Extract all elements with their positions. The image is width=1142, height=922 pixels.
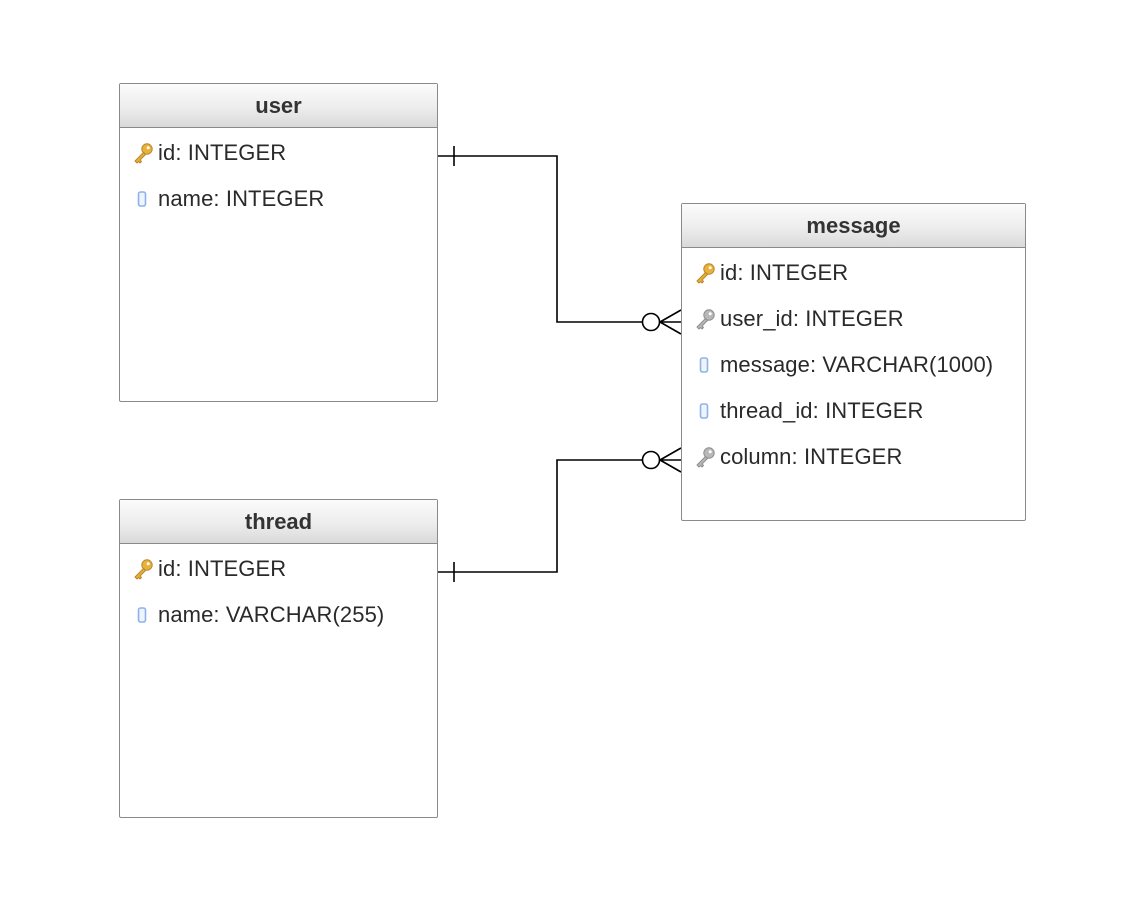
entity-title[interactable]: message — [682, 204, 1025, 248]
primary-key-icon — [694, 262, 720, 284]
field-label: user_id: INTEGER — [720, 306, 904, 331]
field-list: id: INTEGER user_id: INTEGER message: VA… — [682, 248, 1025, 480]
field-row[interactable]: column: INTEGER — [682, 434, 1025, 480]
entity-thread[interactable]: thread id: INTEGER name: VARCHAR(255) — [119, 499, 438, 818]
relationship-thread-message — [438, 447, 682, 582]
column-icon — [132, 604, 158, 626]
field-label: message: VARCHAR(1000) — [720, 352, 994, 377]
field-label: id: INTEGER — [158, 556, 287, 581]
foreign-key-icon — [694, 446, 720, 468]
column-icon — [694, 400, 720, 422]
field-label: id: INTEGER — [720, 260, 849, 285]
field-row[interactable]: thread_id: INTEGER — [682, 388, 1025, 434]
field-row[interactable]: user_id: INTEGER — [682, 296, 1025, 342]
relationship-line — [438, 155, 642, 323]
field-row[interactable]: id: INTEGER — [120, 130, 437, 176]
field-list: id: INTEGER name: INTEGER — [120, 128, 437, 222]
foreign-key-icon — [694, 308, 720, 330]
column-icon — [694, 354, 720, 376]
entity-title[interactable]: thread — [120, 500, 437, 544]
entity-user[interactable]: user id: INTEGER name: INTEGER — [119, 83, 438, 402]
field-label: thread_id: INTEGER — [720, 398, 924, 423]
primary-key-icon — [132, 142, 158, 164]
field-label: id: INTEGER — [158, 140, 287, 165]
relationship-user-message — [438, 146, 682, 335]
field-list: id: INTEGER name: VARCHAR(255) — [120, 544, 437, 638]
zero-marker — [641, 450, 661, 470]
field-row[interactable]: id: INTEGER — [120, 546, 437, 592]
field-row[interactable]: message: VARCHAR(1000) — [682, 342, 1025, 388]
crows-foot-marker — [659, 447, 682, 473]
entity-title[interactable]: user — [120, 84, 437, 128]
entity-message[interactable]: message id: INTEGER user_id: INTEGER mes… — [681, 203, 1026, 521]
field-row[interactable]: name: INTEGER — [120, 176, 437, 222]
field-label: name: INTEGER — [158, 186, 325, 211]
field-label: column: INTEGER — [720, 444, 903, 469]
crows-foot-marker — [659, 309, 682, 335]
field-row[interactable]: id: INTEGER — [682, 250, 1025, 296]
primary-key-icon — [132, 558, 158, 580]
field-label: name: VARCHAR(255) — [158, 602, 385, 627]
relationship-line — [438, 459, 642, 573]
field-row[interactable]: name: VARCHAR(255) — [120, 592, 437, 638]
column-icon — [132, 188, 158, 210]
zero-marker — [641, 312, 661, 332]
